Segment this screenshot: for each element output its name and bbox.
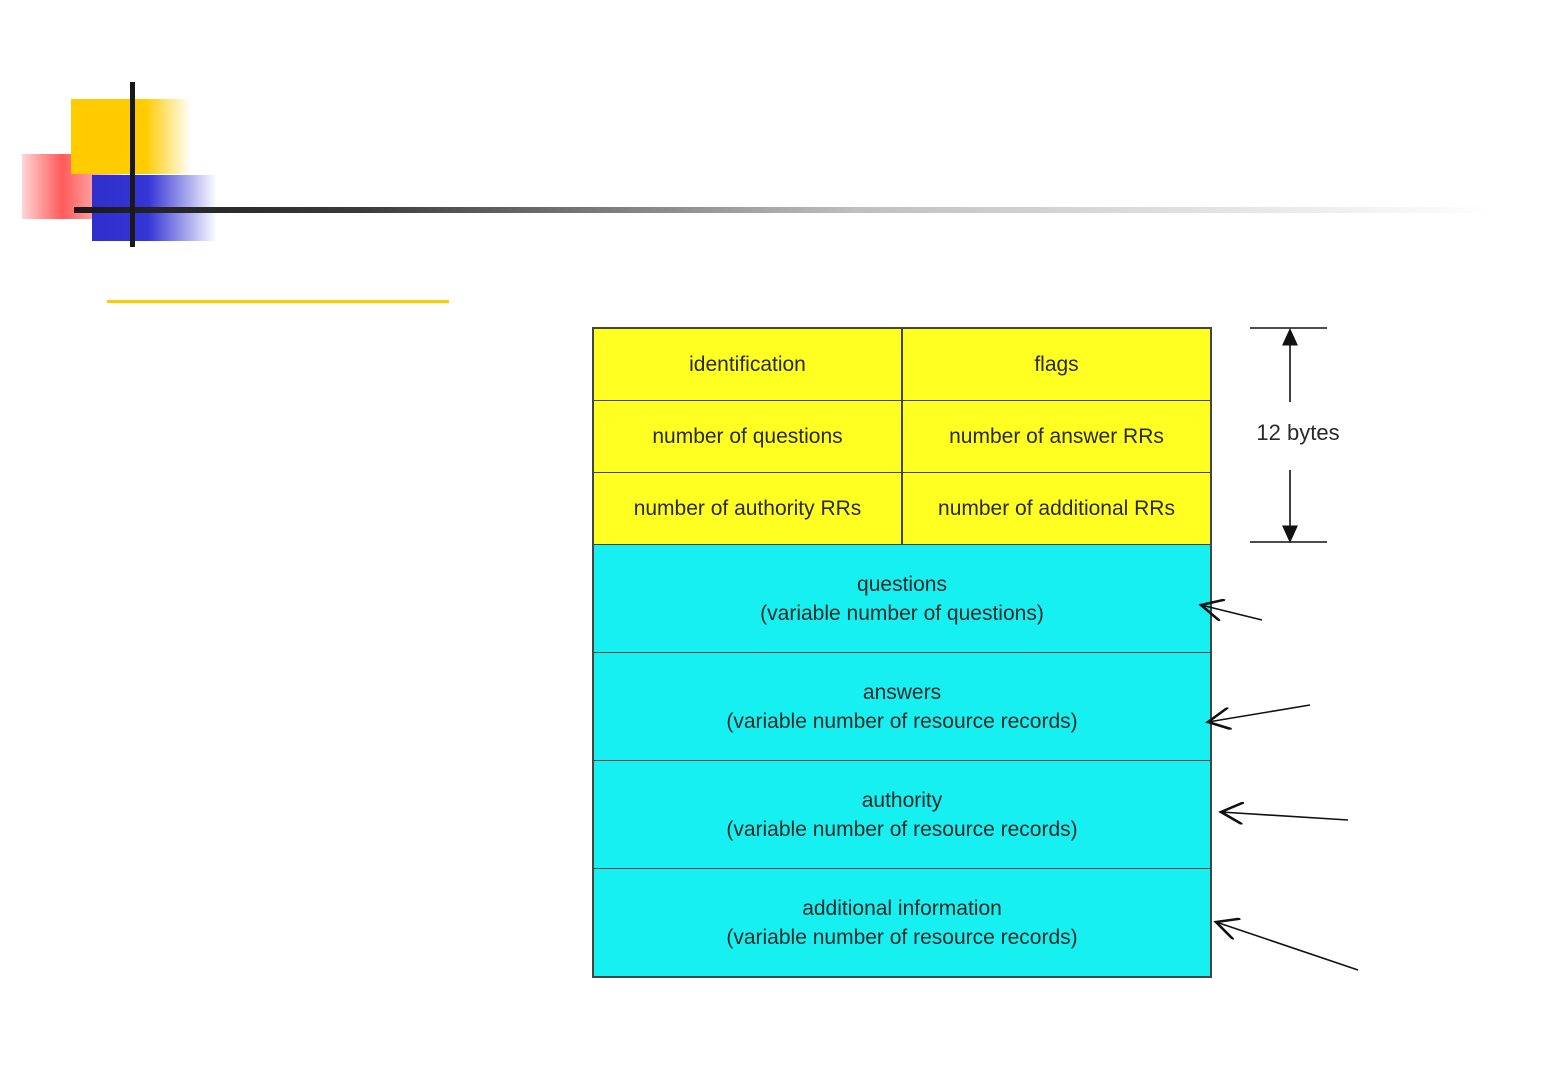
field-number-of-questions: number of questions (594, 401, 901, 472)
header-row: number of questions number of answer RRs (594, 401, 1210, 473)
section-detail: (variable number of resource records) (726, 709, 1078, 733)
arrow-to-questions (1201, 605, 1263, 620)
message-format-table: identification flags number of questions… (592, 327, 1212, 978)
section-answers: answers (variable number of resource rec… (594, 653, 1210, 761)
field-number-of-answer-rrs: number of answer RRs (901, 401, 1210, 472)
logo-vertical-line (130, 82, 135, 247)
section-name: additional information (802, 896, 1002, 920)
header-row: number of authority RRs number of additi… (594, 473, 1210, 545)
header-row: identification flags (594, 329, 1210, 401)
arrow-to-answers (1208, 704, 1311, 722)
section-name: questions (857, 572, 947, 596)
section-additional-information: additional information (variable number … (594, 869, 1210, 976)
section-detail: (variable number of resource records) (726, 817, 1078, 841)
section-detail: (variable number of resource records) (726, 925, 1078, 949)
arrow-to-authority (1221, 812, 1349, 820)
field-number-of-authority-rrs: number of authority RRs (594, 473, 901, 544)
arrow-to-additional-information (1216, 922, 1359, 971)
header-size-label: 12 bytes (1246, 420, 1350, 446)
title-rule (74, 207, 1494, 213)
section-detail: (variable number of questions) (760, 601, 1044, 625)
field-identification: identification (594, 329, 901, 400)
field-number-of-additional-rrs: number of additional RRs (901, 473, 1210, 544)
section-authority: authority (variable number of resource r… (594, 761, 1210, 869)
section-name: answers (862, 680, 942, 704)
section-name: authority (861, 788, 943, 812)
title-underline (107, 300, 449, 303)
section-questions: questions (variable number of questions) (594, 545, 1210, 653)
field-flags: flags (901, 329, 1210, 400)
